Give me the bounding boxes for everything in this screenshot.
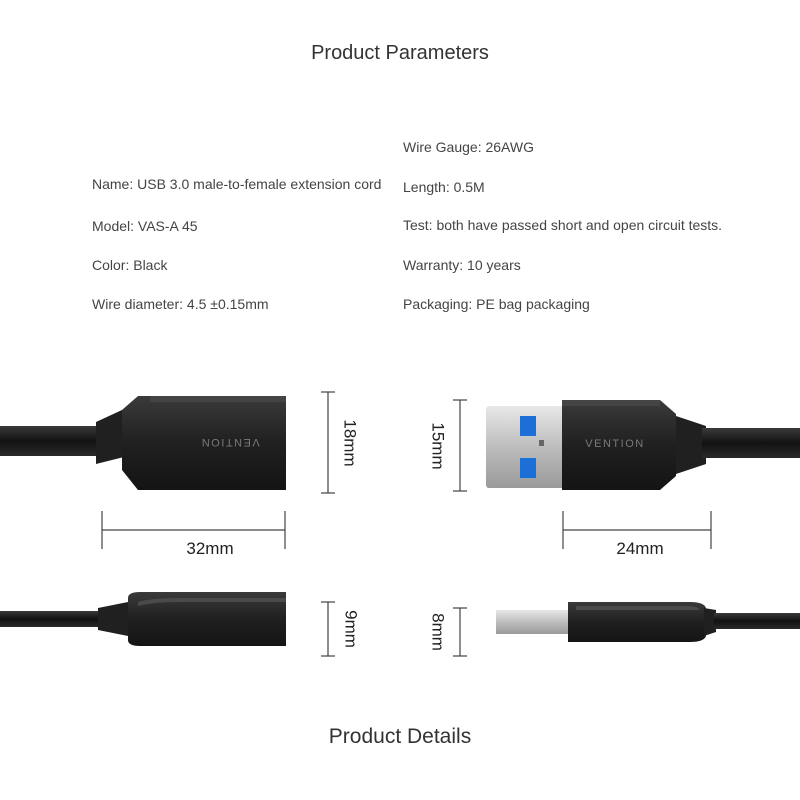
male-side-cable (714, 613, 800, 629)
spec-name: Name: USB 3.0 male-to-female extension c… (92, 176, 382, 192)
spec-length: Length: 0.5M (403, 179, 485, 195)
female-housing (122, 396, 286, 490)
female-height-dimline (321, 391, 335, 494)
section-title-details: Product Details (328, 725, 472, 748)
female-length-dimline (101, 511, 286, 549)
female-connector-side-view (0, 592, 286, 646)
spec-test: Test: both have passed short and open ci… (403, 217, 723, 233)
spec-wire-gauge: Wire Gauge: 26AWG (403, 139, 534, 155)
male-plug-shell (486, 406, 566, 488)
male-cable (702, 428, 800, 458)
female-brand-label: VENTION (200, 436, 259, 448)
female-strain-relief (96, 410, 128, 464)
male-side-strain-relief (704, 608, 716, 636)
male-length-dimline (562, 511, 712, 549)
male-housing (562, 400, 676, 490)
male-latch-dot (539, 440, 544, 446)
female-cable (0, 426, 110, 456)
male-pin-slot-bottom (520, 458, 536, 478)
male-length-label: 24mm (616, 539, 663, 558)
female-side-cable (0, 611, 110, 627)
female-housing-highlight (150, 396, 286, 402)
male-connector-side-view (496, 602, 800, 642)
spec-packaging: Packaging: PE bag packaging (403, 296, 590, 312)
male-pin-slot-top (520, 416, 536, 436)
male-thickness-dimline (453, 607, 467, 657)
female-side-highlight (138, 598, 286, 606)
female-thickness-dimline (321, 601, 335, 657)
female-side-strain-relief (98, 602, 128, 636)
spec-wire-diameter: Wire diameter: 4.5 ±0.15mm (92, 296, 269, 312)
male-side-highlight (576, 606, 700, 610)
male-side-plug-shell (496, 610, 570, 634)
male-brand-label: VENTION (585, 438, 644, 450)
female-side-housing (128, 592, 286, 646)
dimension-diagram: VENTION 18mm 32mm VENTION 15mm 24mm (0, 391, 800, 657)
page-title: Product Parameters (311, 42, 489, 64)
female-connector-top-view: VENTION (0, 396, 286, 490)
male-strain-relief (676, 416, 706, 474)
male-side-housing (568, 602, 706, 642)
female-length-label: 32mm (186, 539, 233, 558)
male-thickness-label: 8mm (429, 613, 448, 651)
spec-model: Model: VAS-A 45 (92, 218, 198, 234)
male-height-dimline (453, 399, 467, 492)
female-height-label: 18mm (341, 419, 360, 466)
spec-color: Color: Black (92, 257, 168, 273)
male-height-label: 15mm (429, 422, 448, 469)
female-thickness-label: 9mm (342, 610, 361, 648)
spec-warranty: Warranty: 10 years (403, 257, 521, 273)
male-connector-top-view: VENTION (486, 400, 800, 490)
male-housing-highlight (562, 400, 660, 406)
